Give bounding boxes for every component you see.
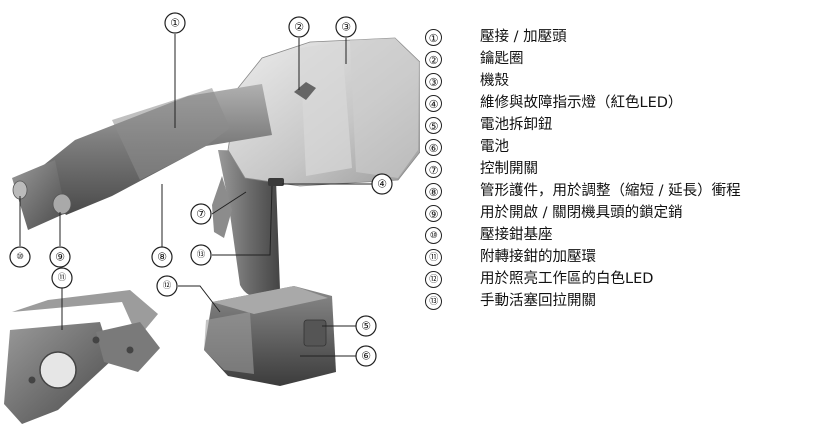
svg-text:②: ② (294, 21, 304, 34)
callout-8: ⑧ (151, 246, 173, 268)
callout-11: ⑪ (51, 267, 73, 289)
leader-lines (19, 34, 372, 357)
legend-item: ③ 機殼 (425, 70, 840, 92)
parts-legend: ① 壓接 / 加壓頭 ② 鑰匙圈 ③ 機殼 ④ 維修與故障指示燈（紅色LED） ⑤ 電池拆… (425, 26, 840, 312)
legend-label: 用於照亮工作區的白色LED (480, 271, 654, 287)
legend-number: ④ (425, 94, 442, 112)
legend-item: ⑥ 電池 (425, 136, 840, 158)
legend-item: ⑩ 壓接鉗基座 (425, 224, 840, 246)
legend-label: 電池 (480, 139, 509, 155)
callout-3: ③ (335, 16, 357, 38)
svg-text:⑫: ⑫ (163, 281, 172, 291)
legend-item: ④ 維修與故障指示燈（紅色LED） (425, 92, 840, 114)
legend-item: ⑫ 用於照亮工作區的白色LED (425, 268, 840, 290)
press-ring-illustration (4, 290, 160, 424)
callout-2: ② (288, 16, 310, 38)
legend-number: ⑫ (425, 270, 442, 288)
legend-item: ⑧ 管形護件，用於調整（縮短 / 延長）衝程 (425, 180, 840, 202)
legend-label: 控制開關 (480, 161, 538, 177)
callout-10: ⑩ (9, 246, 31, 268)
legend-number: ③ (425, 72, 442, 90)
svg-text:⑨: ⑨ (55, 251, 65, 264)
legend-number: ⑬ (425, 292, 442, 310)
callout-13: ⑬ (190, 244, 212, 266)
callout-4: ④ (371, 173, 393, 195)
callout-1: ① (164, 12, 186, 34)
callout-7: ⑦ (190, 203, 212, 225)
legend-label: 用於開啟 / 關閉機具頭的鎖定銷 (480, 205, 683, 221)
callout-6: ⑥ (355, 345, 377, 367)
legend-label: 機殼 (480, 73, 509, 89)
svg-text:⑥: ⑥ (361, 350, 371, 363)
legend-number: ⑪ (425, 248, 442, 266)
legend-label: 電池拆卸鈕 (480, 117, 553, 133)
legend-label: 附轉接鉗的加壓環 (480, 249, 596, 265)
legend-number: ⑧ (425, 182, 442, 200)
legend-label: 鑰匙圈 (480, 51, 524, 67)
legend-number: ⑥ (425, 138, 442, 156)
callouts: ① ② ③ ④ ⑤ ⑥ ⑦ ⑧ ⑨ ⑩ ⑪ ⑫ ⑬ (9, 12, 393, 367)
svg-text:⑪: ⑪ (58, 273, 67, 283)
svg-text:⑧: ⑧ (157, 251, 167, 264)
legend-label: 手動活塞回拉開關 (480, 293, 596, 309)
legend-number: ① (425, 28, 442, 46)
legend-item: ⑨ 用於開啟 / 關閉機具頭的鎖定銷 (425, 202, 840, 224)
legend-item: ① 壓接 / 加壓頭 (425, 26, 840, 48)
legend-number: ⑤ (425, 116, 442, 134)
svg-text:⑩: ⑩ (16, 252, 24, 262)
legend-label: 壓接 / 加壓頭 (480, 29, 567, 45)
legend-item: ⑪ 附轉接鉗的加壓環 (425, 246, 840, 268)
legend-item: ② 鑰匙圈 (425, 48, 840, 70)
svg-text:①: ① (170, 17, 180, 30)
callout-5: ⑤ (355, 315, 377, 337)
legend-item: ⑤ 電池拆卸鈕 (425, 114, 840, 136)
legend-item: ⑬ 手動活塞回拉開關 (425, 290, 840, 312)
svg-text:③: ③ (341, 21, 351, 34)
callout-12: ⑫ (156, 275, 178, 297)
press-tool-body (12, 37, 420, 386)
svg-text:⑤: ⑤ (361, 320, 371, 333)
legend-number: ⑦ (425, 160, 442, 178)
legend-item: ⑦ 控制開關 (425, 158, 840, 180)
legend-label: 壓接鉗基座 (480, 227, 553, 243)
svg-text:⑦: ⑦ (196, 208, 206, 221)
legend-number: ② (425, 50, 442, 68)
legend-label: 維修與故障指示燈（紅色LED） (480, 95, 683, 111)
callout-9: ⑨ (49, 246, 71, 268)
legend-number: ⑨ (425, 204, 442, 222)
tool-illustration: ① ② ③ ④ ⑤ ⑥ ⑦ ⑧ ⑨ ⑩ ⑪ ⑫ ⑬ (4, 12, 420, 424)
svg-text:④: ④ (377, 178, 387, 191)
legend-label: 管形護件，用於調整（縮短 / 延長）衝程 (480, 183, 741, 199)
legend-number: ⑩ (425, 226, 442, 244)
svg-text:⑬: ⑬ (197, 250, 206, 260)
